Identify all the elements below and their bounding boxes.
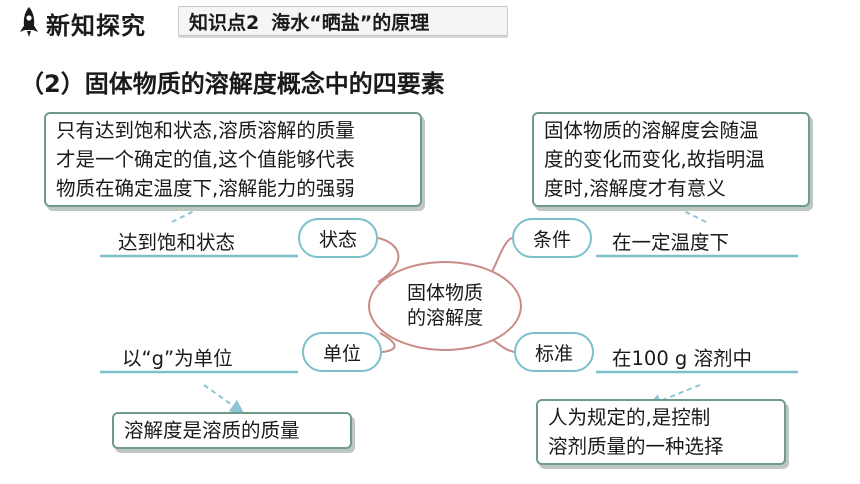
label-unit: 以“g”为单位 [122, 347, 233, 370]
note-condition-line-2: 度的变化而变化,故指明温 [544, 148, 765, 171]
pill-state: 状态 [298, 218, 378, 258]
label-underlines [100, 254, 798, 374]
center-line-1: 固体物质 [406, 282, 483, 304]
note-arrows [171, 196, 707, 414]
center-line-2: 的溶解度 [406, 307, 483, 329]
note-box-unit: 溶解度是溶质的质量 [112, 412, 352, 449]
note-unit-line-1: 溶解度是溶质的质量 [124, 419, 300, 442]
pill-standard: 标准 [514, 332, 594, 372]
pill-condition: 条件 [512, 218, 592, 258]
section-brand: 新知探究 [46, 12, 146, 40]
arrow-unit [203, 384, 245, 414]
note-condition-line-1: 固体物质的溶解度会随温 [544, 119, 759, 142]
branch-line-unit [379, 332, 396, 353]
label-state: 达到饱和状态 [118, 231, 236, 254]
note-box-standard: 人为规定的,是控制 溶剂质量的一种选择 [536, 399, 786, 465]
topic-title: 海水“晒盐”的原理 [271, 11, 430, 34]
label-standard: 在100 g 溶剂中 [612, 347, 752, 370]
page-subtitle: （2）固体物质的溶解度概念中的四要素 [20, 70, 445, 98]
label-condition: 在一定温度下 [612, 231, 730, 254]
note-condition-line-3: 度时,溶解度才有意义 [544, 177, 726, 200]
note-standard-line-2: 溶剂质量的一种选择 [548, 435, 724, 458]
note-state-line-1: 只有达到饱和状态,溶质溶解的质量 [56, 119, 355, 142]
branch-line-condition [491, 237, 513, 273]
note-state-line-3: 物质在确定温度下,溶解能力的强弱 [56, 177, 355, 200]
topic-number: 知识点2 [189, 11, 260, 34]
header-bar: 新知探究 知识点2 海水“晒盐”的原理 [0, 0, 860, 44]
center-node: 固体物质 的溶解度 [368, 261, 522, 351]
rocket-icon [20, 7, 38, 37]
note-standard-line-1: 人为规定的,是控制 [548, 406, 711, 429]
topic-tag: 知识点2 海水“晒盐”的原理 [178, 6, 508, 36]
note-box-condition: 固体物质的溶解度会随温 度的变化而变化,故指明温 度时,溶解度才有意义 [532, 112, 810, 207]
pill-unit: 单位 [302, 332, 382, 372]
note-state-line-2: 才是一个确定的值,这个值能够代表 [56, 148, 355, 171]
note-box-state: 只有达到饱和状态,溶质溶解的质量 才是一个确定的值,这个值能够代表 物质在确定温… [44, 112, 422, 207]
